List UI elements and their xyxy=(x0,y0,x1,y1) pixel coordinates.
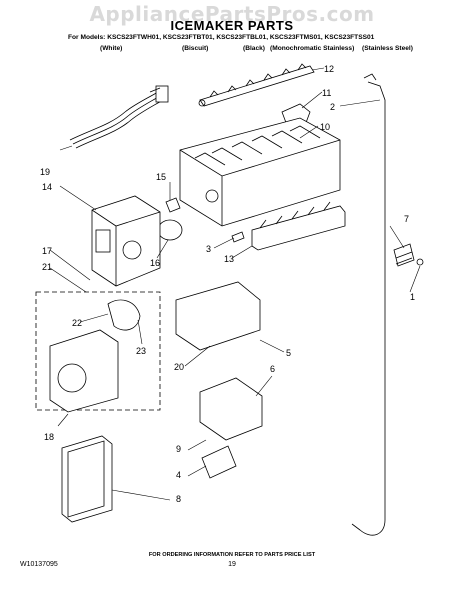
document-part-number: W10137095 xyxy=(20,561,58,568)
callout-23: 23 xyxy=(136,346,146,356)
page-number: 19 xyxy=(228,561,236,568)
callout-21: 21 xyxy=(42,262,52,272)
ejector-part xyxy=(198,63,315,107)
module-gear xyxy=(57,363,87,393)
callout-9: 9 xyxy=(176,444,181,454)
callout-15: 15 xyxy=(156,172,166,182)
ice-bin-inner xyxy=(67,440,105,518)
callout-4: 4 xyxy=(176,470,181,480)
motor-part-22 xyxy=(107,299,141,331)
callout-22: 22 xyxy=(72,318,82,328)
color-white: (White) xyxy=(100,45,123,52)
wire-harness-part xyxy=(69,85,169,149)
color-stainless: (Stainless Steel) xyxy=(362,45,413,52)
callout-13: 13 xyxy=(224,254,234,264)
callout-5: 5 xyxy=(286,348,291,358)
callout-12: 12 xyxy=(324,64,334,74)
color-black: (Black) xyxy=(243,45,265,52)
callout-20: 20 xyxy=(174,362,184,372)
ice-mold-part xyxy=(179,117,341,227)
housing-part-14 xyxy=(91,195,161,287)
clip-part-7 xyxy=(393,243,415,267)
callout-16: 16 xyxy=(150,258,160,268)
callout-3: 3 xyxy=(206,244,211,254)
page-title: ICEMAKER PARTS xyxy=(170,18,294,33)
motor-part-16 xyxy=(157,219,183,241)
callout-11: 11 xyxy=(322,88,331,98)
bracket-part-4 xyxy=(201,445,237,479)
callout-1: 1 xyxy=(410,292,415,302)
ice-bin-part-8 xyxy=(61,435,113,523)
callout-10: 10 xyxy=(320,122,330,132)
callout-6: 6 xyxy=(270,364,275,374)
callout-7: 7 xyxy=(404,214,409,224)
shutoff-arm-tip xyxy=(363,73,377,81)
shutoff-arm-part xyxy=(351,81,386,536)
screw-part-1 xyxy=(416,258,424,266)
ordering-note: FOR ORDERING INFORMATION REFER TO PARTS … xyxy=(148,552,316,558)
cover-part-20 xyxy=(175,281,261,351)
color-monochromatic: (Monochromatic Stainless) xyxy=(270,45,355,52)
callout-17: 17 xyxy=(42,246,52,256)
callout-18: 18 xyxy=(44,432,54,442)
exploded-box xyxy=(35,291,161,411)
callout-14: 14 xyxy=(42,182,52,192)
color-biscuit: (Biscuit) xyxy=(182,45,209,52)
stripper-fingers xyxy=(259,201,331,229)
callout-2: 2 xyxy=(330,102,335,112)
watermark: AppliancePartsPros.com xyxy=(89,2,375,26)
callout-19: 19 xyxy=(40,167,50,177)
models-line: For Models: KSCS23FTWH01, KSCS23FTBT01, … xyxy=(68,34,375,41)
water-valve-part-6 xyxy=(199,377,263,441)
clip-part-15 xyxy=(165,197,181,213)
screw-part-3 xyxy=(231,231,245,243)
callout-8: 8 xyxy=(176,494,181,504)
